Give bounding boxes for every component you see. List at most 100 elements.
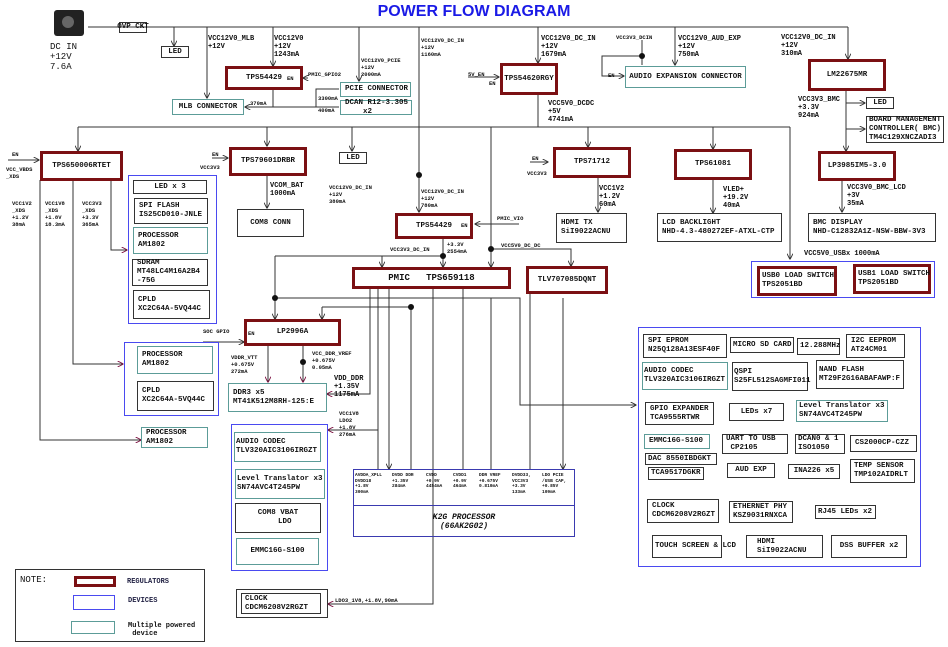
ovp-ckt-box[interactable]: OVP CKT (117, 22, 149, 33)
dc-jack-icon (54, 10, 84, 36)
rail-label: VCC12V0_DC_IN +12V 310mA (781, 34, 836, 58)
soc-device[interactable]: 12.288MHz (797, 338, 841, 355)
usb0-load-switch[interactable]: USB0 LOAD SWITCH TPS2051BD (757, 266, 837, 296)
regulator-lp2996a[interactable]: LP2996A (244, 319, 341, 346)
soc-device[interactable]: GPIO EXPANDER TCA9555RTWR (645, 402, 714, 425)
soc-device[interactable]: TOUCH SCREEN & LCD (652, 535, 736, 558)
regulator-lp3985im5[interactable]: LP3985IM5-3.0 (818, 151, 896, 181)
legend-device-swatch (73, 595, 115, 610)
regulator-tps650006rtet[interactable]: TPS650006RTET (40, 151, 123, 181)
soc-device[interactable]: TCA9517DGKR (648, 467, 704, 480)
spi-flash[interactable]: SPI FLASH IS25CD010-JNLE (134, 198, 208, 224)
regulator-lm22675mr[interactable]: LM22675MR (808, 59, 886, 91)
soc-device[interactable]: DSS BUFFER x2 (831, 535, 907, 558)
regulator-tps61081[interactable]: TPS61081 (674, 149, 752, 180)
soc-device[interactable]: UART TO USB CP2105 (722, 434, 788, 454)
cpld[interactable]: CPLD XC2C64A-5VQ44C (137, 381, 214, 411)
soc-device[interactable]: Level Translator x3 SN74AVC4T245PW (796, 400, 888, 422)
level-translator[interactable]: Level Translator x3 SN74AVC4T245PW (235, 469, 325, 499)
processor-am1802[interactable]: PROCESSOR AM1802 (137, 346, 213, 374)
rail-label: LDO3_1V8,+1.8V,90mA (335, 597, 398, 604)
soc-device[interactable]: DAC 8550IBDGKT (645, 453, 717, 465)
legend (15, 569, 205, 642)
clock-cdcm6208[interactable]: CLOCK CDCM6208V2RGZT (241, 593, 321, 614)
com8-connector[interactable]: COM8 CONN (237, 209, 304, 237)
rail-label: VCOM_BAT 1000mA (270, 182, 304, 198)
soc-device[interactable]: AUDIO CODEC TLV320AIC3106IRGZT (642, 362, 728, 390)
rail-label: VDD_DDR +1.35V 1175mA (334, 375, 364, 399)
soc-device[interactable]: CS2000CP-CZZ (850, 435, 917, 452)
hdmi-tx[interactable]: HDMI TX SiI9022ACNU (556, 213, 627, 243)
device-group-ldo (231, 424, 328, 571)
en-label: EN (461, 222, 468, 229)
soc-device-group (638, 327, 921, 567)
audio-expansion-connector[interactable]: AUDIO EXPANSION CONNECTOR (625, 66, 746, 88)
regulator-pmic-tps659118[interactable]: PMIC TPS659118 (352, 267, 511, 289)
dcan-connector[interactable]: DCAN R12-3.305 x2 (340, 99, 412, 116)
k2g-rail: LDO PCIE /USB CAP, +0.85V 109mA (542, 473, 567, 495)
device-group-xds (128, 175, 217, 324)
rail-label: VCC5V0_DCDC +5V 4741mA (548, 100, 595, 124)
soc-device[interactable]: MICRO SD CARD (730, 337, 794, 353)
rail-label: 5V_EN (468, 71, 485, 78)
led-box[interactable]: LED (161, 46, 189, 58)
regulator-tps79601drbr[interactable]: TPS79601DRBR (229, 147, 307, 176)
soc-device[interactable]: HDMI SiI9022ACNU (746, 535, 823, 558)
soc-device[interactable]: EMMC16G-S100 (644, 434, 710, 449)
en-label: EN (608, 72, 615, 79)
rail-label: VCC3V3_DCIN (616, 34, 653, 41)
audio-codec[interactable]: AUDIO CODEC TLV320AIC3106IRGZT (234, 432, 321, 462)
soc-device[interactable]: AUD EXP (727, 463, 775, 478)
lcd-backlight[interactable]: LCD BACKLIGHT NHD-4.3-480272EF-ATXL-CTP (657, 213, 782, 242)
led-x3[interactable]: LED x 3 (133, 180, 207, 194)
en-label: EN (212, 151, 219, 158)
pcie-connector[interactable]: PCIE CONNECTOR (340, 82, 411, 97)
regulator-tps54620rgy[interactable]: TPS54620RGY (500, 63, 558, 95)
rail-label: VCC12V0_PCIE +12V 2000mA (361, 57, 401, 78)
soc-device[interactable]: TEMP SENSOR TMP102AIDRLT (850, 459, 915, 483)
emmc[interactable]: EMMC16G-S100 (236, 538, 319, 565)
en-label: EN (248, 330, 255, 337)
processor-am1802[interactable]: PROCESSOR AM1802 (141, 427, 208, 448)
soc-device[interactable]: SPI EPROM N25Q128A13ESF40F (643, 334, 727, 358)
rail-label: VCC12V0_DC_IN +12V 1679mA (541, 35, 596, 59)
mlb-connector[interactable]: MLB CONNECTOR (172, 99, 244, 115)
rail-label: VCC3V0_BMC_LCD +3V 35mA (847, 184, 906, 208)
soc-device[interactable]: QSPI S25FL512SAGMFI011 (732, 362, 811, 391)
bmc-display[interactable]: BMC DISPLAY NHD-C12832A1Z-NSW-BBW-3V3 (808, 213, 936, 242)
led-box[interactable]: LED (866, 97, 894, 109)
rail-label: +3.3V 2554mA (447, 241, 467, 255)
usb1-load-switch[interactable]: USB1 LOAD SWITCH TPS2051BD (853, 264, 931, 294)
rail-label: VCC5V0_USBx 1000mA (804, 250, 880, 258)
regulator-tlv707085dqnt[interactable]: TLV707085DQNT (526, 266, 608, 294)
rail-label: VCC3V3_BMC +3.3V 924mA (798, 96, 841, 120)
led-box[interactable]: LED (339, 152, 367, 164)
rail-label: VCC5V0_DC_DC (501, 242, 541, 249)
rail-label: VCC3V3_DC_IN (390, 246, 430, 253)
ddr3-x5[interactable]: DDR3 x5 MT41K512M8RH-125:E (228, 383, 327, 412)
cpld[interactable]: CPLD XC2C64A-5VQ44C (133, 290, 210, 319)
rail-label: VDDR_VTT +0.675V 272mA (231, 354, 258, 375)
regulator-tps54429-top[interactable]: TPS54429 (225, 66, 303, 90)
soc-device[interactable]: ETHERNET PHY KSZ9031RNXCA (729, 501, 793, 523)
en-label: EN (12, 151, 19, 158)
soc-device[interactable]: NAND FLASH MT29F2G16ABAFAWP:F (816, 360, 904, 389)
regulator-tps54429-mid[interactable]: TPS54429 (395, 213, 473, 239)
soc-device[interactable]: INA226 x5 (788, 464, 840, 479)
soc-device[interactable]: CLOCK CDCM6208V2RGZT (647, 499, 719, 523)
soc-device[interactable]: RJ45 LEDs x2 (815, 505, 876, 519)
sdram[interactable]: SDRAM MT48LC4M16A2B4 -75G (132, 259, 208, 286)
soc-device[interactable]: DCAN0 & 1 ISO1050 (795, 434, 845, 454)
soc-device[interactable]: LEDs x7 (729, 403, 784, 421)
processor-am1802[interactable]: PROCESSOR AM1802 (133, 227, 208, 254)
rail-label: VCC1V2 +1.2V 60mA (599, 185, 625, 209)
soc-device[interactable]: I2C EEPROM AT24CM01 (846, 334, 905, 358)
rail-label: 370mA (250, 100, 267, 107)
bmc-box[interactable]: BOARD MANAGEMENT CONTROLLER( BMC) TM4C12… (866, 116, 944, 143)
k2g-title: K2G PROCESSOR (66AK2G02) (432, 513, 496, 531)
regulator-tps71712[interactable]: TPS71712 (553, 147, 631, 178)
legend-regulators: REGULATORS (127, 578, 170, 586)
k2g-processor[interactable]: AVDDA_XPLL DVDD18 +1.8V 300mA DVDD DDR +… (353, 469, 575, 537)
com8-vbat-ldo[interactable]: COM8 VBAT LDO (235, 503, 321, 533)
